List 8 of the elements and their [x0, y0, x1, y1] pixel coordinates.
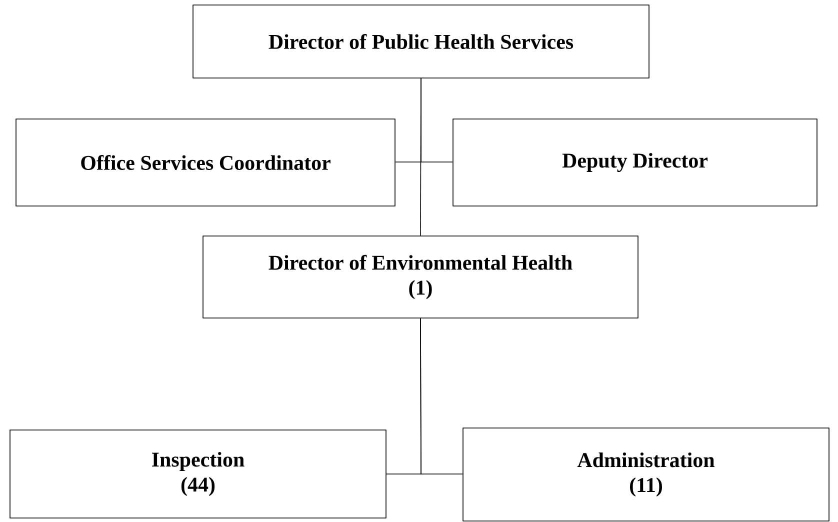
org-box: Director of Environmental Health (1): [202, 236, 638, 318]
org-box: Office Services Coordinator: [16, 118, 396, 206]
org-box: Inspection (44): [10, 430, 386, 518]
org-box: Director of Public Health Services: [192, 4, 650, 78]
org-box: Administration (11): [462, 428, 830, 522]
connector-line: [420, 78, 422, 236]
connector-line: [420, 318, 463, 474]
org-box: Deputy Director: [452, 118, 818, 206]
